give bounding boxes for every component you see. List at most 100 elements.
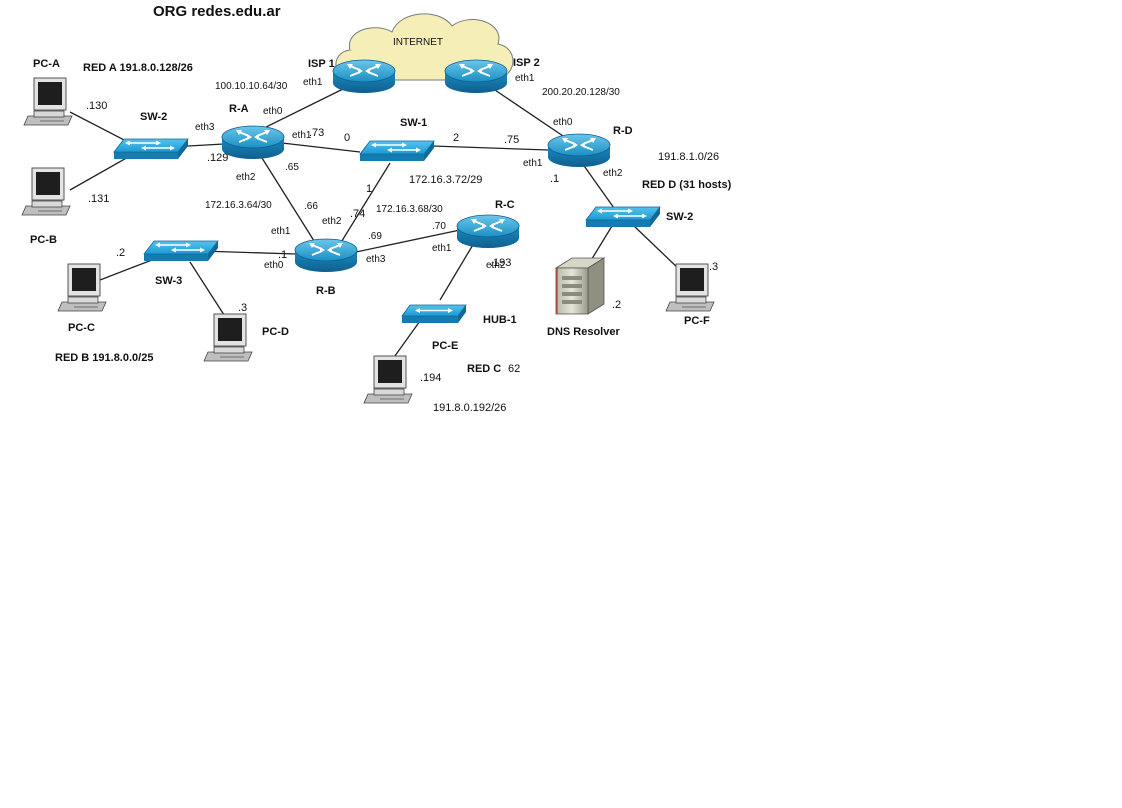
addr-pcc: .2 xyxy=(116,247,125,259)
link-pca-sw2 xyxy=(69,111,131,144)
addr-dns: .2 xyxy=(612,299,621,311)
computer-pce-icon[interactable] xyxy=(363,355,413,404)
router-ra-icon[interactable] xyxy=(221,125,285,160)
internet-label: INTERNET xyxy=(393,37,443,48)
addr-sw1-right: 2 xyxy=(453,132,459,144)
label-isp2: ISP 2 xyxy=(513,57,540,69)
network-red-c: RED C xyxy=(467,363,501,375)
iface-rb-eth1: eth1 xyxy=(271,226,291,237)
switch-sw1-icon[interactable] xyxy=(359,140,435,162)
addr-rb-eth2: .74 xyxy=(350,208,365,220)
link-sw1-rd xyxy=(431,145,549,151)
addr-rc-eth1: .70 xyxy=(432,221,446,232)
computer-pcf-icon[interactable] xyxy=(665,263,715,312)
label-hub1: HUB-1 xyxy=(483,314,517,326)
label-rc: R-C xyxy=(495,199,515,211)
label-rd: R-D xyxy=(613,125,633,137)
iface-rb-eth3: eth3 xyxy=(366,254,386,265)
iface-rd-eth0: eth0 xyxy=(553,117,573,128)
link-isp2-rd xyxy=(491,87,567,139)
label-sw1: SW-1 xyxy=(400,117,427,129)
label-pcc: PC-C xyxy=(68,322,95,334)
iface-rb-eth0: eth0 xyxy=(264,260,284,271)
dns-server-icon[interactable] xyxy=(554,257,606,315)
link-ra-sw1 xyxy=(281,142,361,153)
addr-sw1-left: 0 xyxy=(344,132,350,144)
link-rc-hub xyxy=(439,242,475,301)
switch-sw2-left-icon[interactable] xyxy=(113,138,189,160)
router-rc-icon[interactable] xyxy=(456,214,520,249)
label-ra: R-A xyxy=(229,103,249,115)
network-sw1: 172.16.3.72/29 xyxy=(409,174,482,186)
iface-isp1-eth1: eth1 xyxy=(303,77,323,88)
label-sw3: SW-3 xyxy=(155,275,182,287)
iface-rc-eth1: eth1 xyxy=(432,243,452,254)
label-sw2-left: SW-2 xyxy=(140,111,167,123)
network-red-c-net: 191.8.0.192/26 xyxy=(433,402,506,414)
addr-pca: .130 xyxy=(86,100,107,112)
link-ra-isp1 xyxy=(257,87,346,132)
addr-rd-lan: .1 xyxy=(550,173,559,185)
hub-hub1-icon[interactable] xyxy=(401,304,467,324)
link-ra-rb xyxy=(261,157,317,245)
addr-rb-eth3: .69 xyxy=(368,231,382,242)
network-red-c-extra: 62 xyxy=(508,363,520,375)
addr-pcf: .3 xyxy=(709,261,718,273)
switch-sw2-right-icon[interactable] xyxy=(585,206,661,228)
computer-pcb-icon[interactable] xyxy=(21,167,71,216)
computer-pcc-icon[interactable] xyxy=(57,263,107,312)
addr-rd-eth1: .75 xyxy=(504,134,519,146)
computer-pcd-icon[interactable] xyxy=(203,313,253,362)
iface-isp2-eth1: eth1 xyxy=(515,73,535,84)
iface-ra-eth3: eth3 xyxy=(195,122,215,133)
label-pcd: PC-D xyxy=(262,326,289,338)
addr-rb-eth1: .66 xyxy=(304,201,318,212)
network-red-b: RED B 191.8.0.0/25 xyxy=(55,352,153,364)
router-isp1-icon[interactable] xyxy=(332,59,396,94)
network-isp2: 200.20.20.128/30 xyxy=(542,87,620,98)
router-rb-icon[interactable] xyxy=(294,238,358,273)
addr-pcb: .131 xyxy=(88,193,109,205)
link-hub-pce xyxy=(391,320,421,361)
iface-ra-eth2: eth2 xyxy=(236,172,256,183)
addr-ra-eth2: .65 xyxy=(285,162,299,173)
label-pce: PC-E xyxy=(432,340,458,352)
link-sw3-pcc xyxy=(99,259,153,281)
diagram-title: ORG redes.edu.ar xyxy=(153,3,281,20)
addr-ra-eth3: .129 xyxy=(207,152,228,164)
link-pcb-sw2 xyxy=(69,155,131,191)
network-red-a: RED A 191.8.0.128/26 xyxy=(83,62,193,74)
iface-ra-eth1: eth1 xyxy=(292,130,312,141)
iface-rd-eth2: eth2 xyxy=(603,168,623,179)
network-isp1: 100.10.10.64/30 xyxy=(215,81,288,92)
iface-ra-eth0: eth0 xyxy=(263,106,283,117)
network-rb-rc: 172.16.3.68/30 xyxy=(376,204,443,215)
network-red-d-net: 191.8.1.0/26 xyxy=(658,151,719,163)
addr-ra-eth1: .73 xyxy=(309,127,324,139)
label-sw2-right: SW-2 xyxy=(666,211,693,223)
label-rb: R-B xyxy=(316,285,336,297)
router-rd-icon[interactable] xyxy=(547,133,611,168)
label-isp1: ISP 1 xyxy=(308,58,335,70)
iface-rb-eth2: eth2 xyxy=(322,216,342,227)
link-rd-sw2right xyxy=(581,162,615,209)
link-sw3-pcd xyxy=(189,261,227,319)
router-isp2-icon[interactable] xyxy=(444,59,508,94)
addr-pce: .194 xyxy=(420,372,441,384)
addr-pcd: .3 xyxy=(238,302,247,314)
label-pca: PC-A xyxy=(33,58,60,70)
link-sw2right-dns xyxy=(589,225,613,263)
link-sw1-rb xyxy=(339,162,391,245)
label-dns: DNS Resolver xyxy=(547,326,620,338)
label-pcf: PC-F xyxy=(684,315,710,327)
iface-rc-eth2: eth2 xyxy=(486,260,506,271)
link-rb-rc xyxy=(355,229,461,253)
computer-pca-icon[interactable] xyxy=(23,77,73,126)
label-pcb: PC-B xyxy=(30,234,57,246)
switch-sw3-icon[interactable] xyxy=(143,240,219,262)
addr-rc-eth2: .193 xyxy=(490,257,511,269)
link-sw3-rb xyxy=(199,250,297,255)
addr-rb-eth0: .1 xyxy=(278,249,287,261)
addr-sw1-down: 1 xyxy=(366,183,372,195)
